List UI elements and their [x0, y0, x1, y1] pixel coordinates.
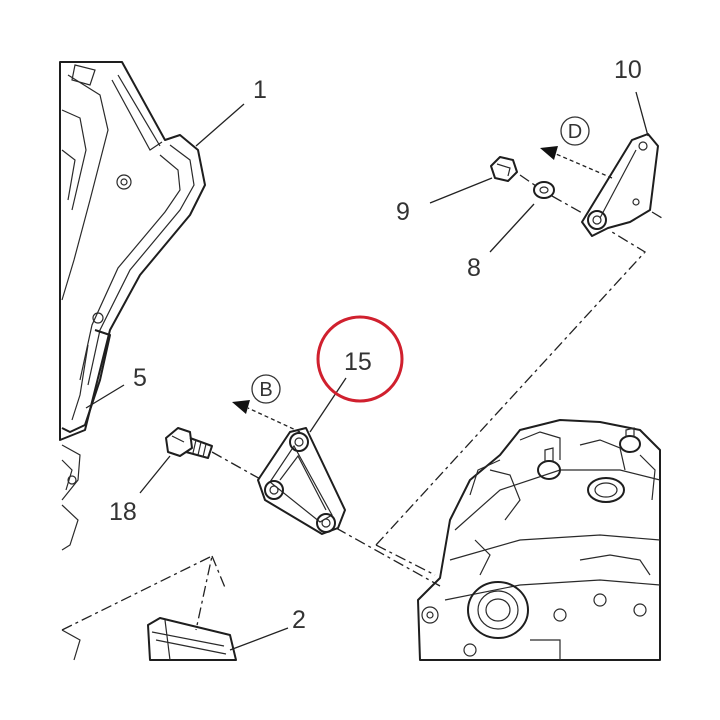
engine-cylinder-head: [417, 419, 661, 661]
callout-1: 1: [253, 76, 267, 104]
part-2-duct: [61, 617, 237, 661]
view-arrow-b: [232, 374, 301, 433]
view-label-b: B: [259, 379, 272, 401]
view-arrow-d: [540, 116, 613, 179]
highlight-ring: [316, 315, 404, 403]
assembly-centerlines: [61, 174, 663, 631]
part-10-plate: [581, 133, 659, 237]
part-18-bolt: [165, 427, 213, 459]
part-8-washer: [533, 181, 555, 199]
callout-8: 8: [467, 254, 481, 282]
callout-18: 18: [109, 498, 137, 526]
view-label-d: D: [568, 121, 582, 143]
leader-lines: [85, 91, 649, 651]
callout-9: 9: [396, 198, 410, 226]
part-1-frame-arm: [59, 61, 206, 441]
part-9-nut: [490, 156, 518, 182]
callout-2: 2: [292, 606, 306, 634]
callout-5: 5: [133, 364, 147, 392]
part-5-lower-arm: [61, 329, 111, 551]
callout-10: 10: [614, 56, 642, 84]
callout-15: 15: [344, 348, 372, 376]
part-15-bracket: [257, 427, 346, 535]
